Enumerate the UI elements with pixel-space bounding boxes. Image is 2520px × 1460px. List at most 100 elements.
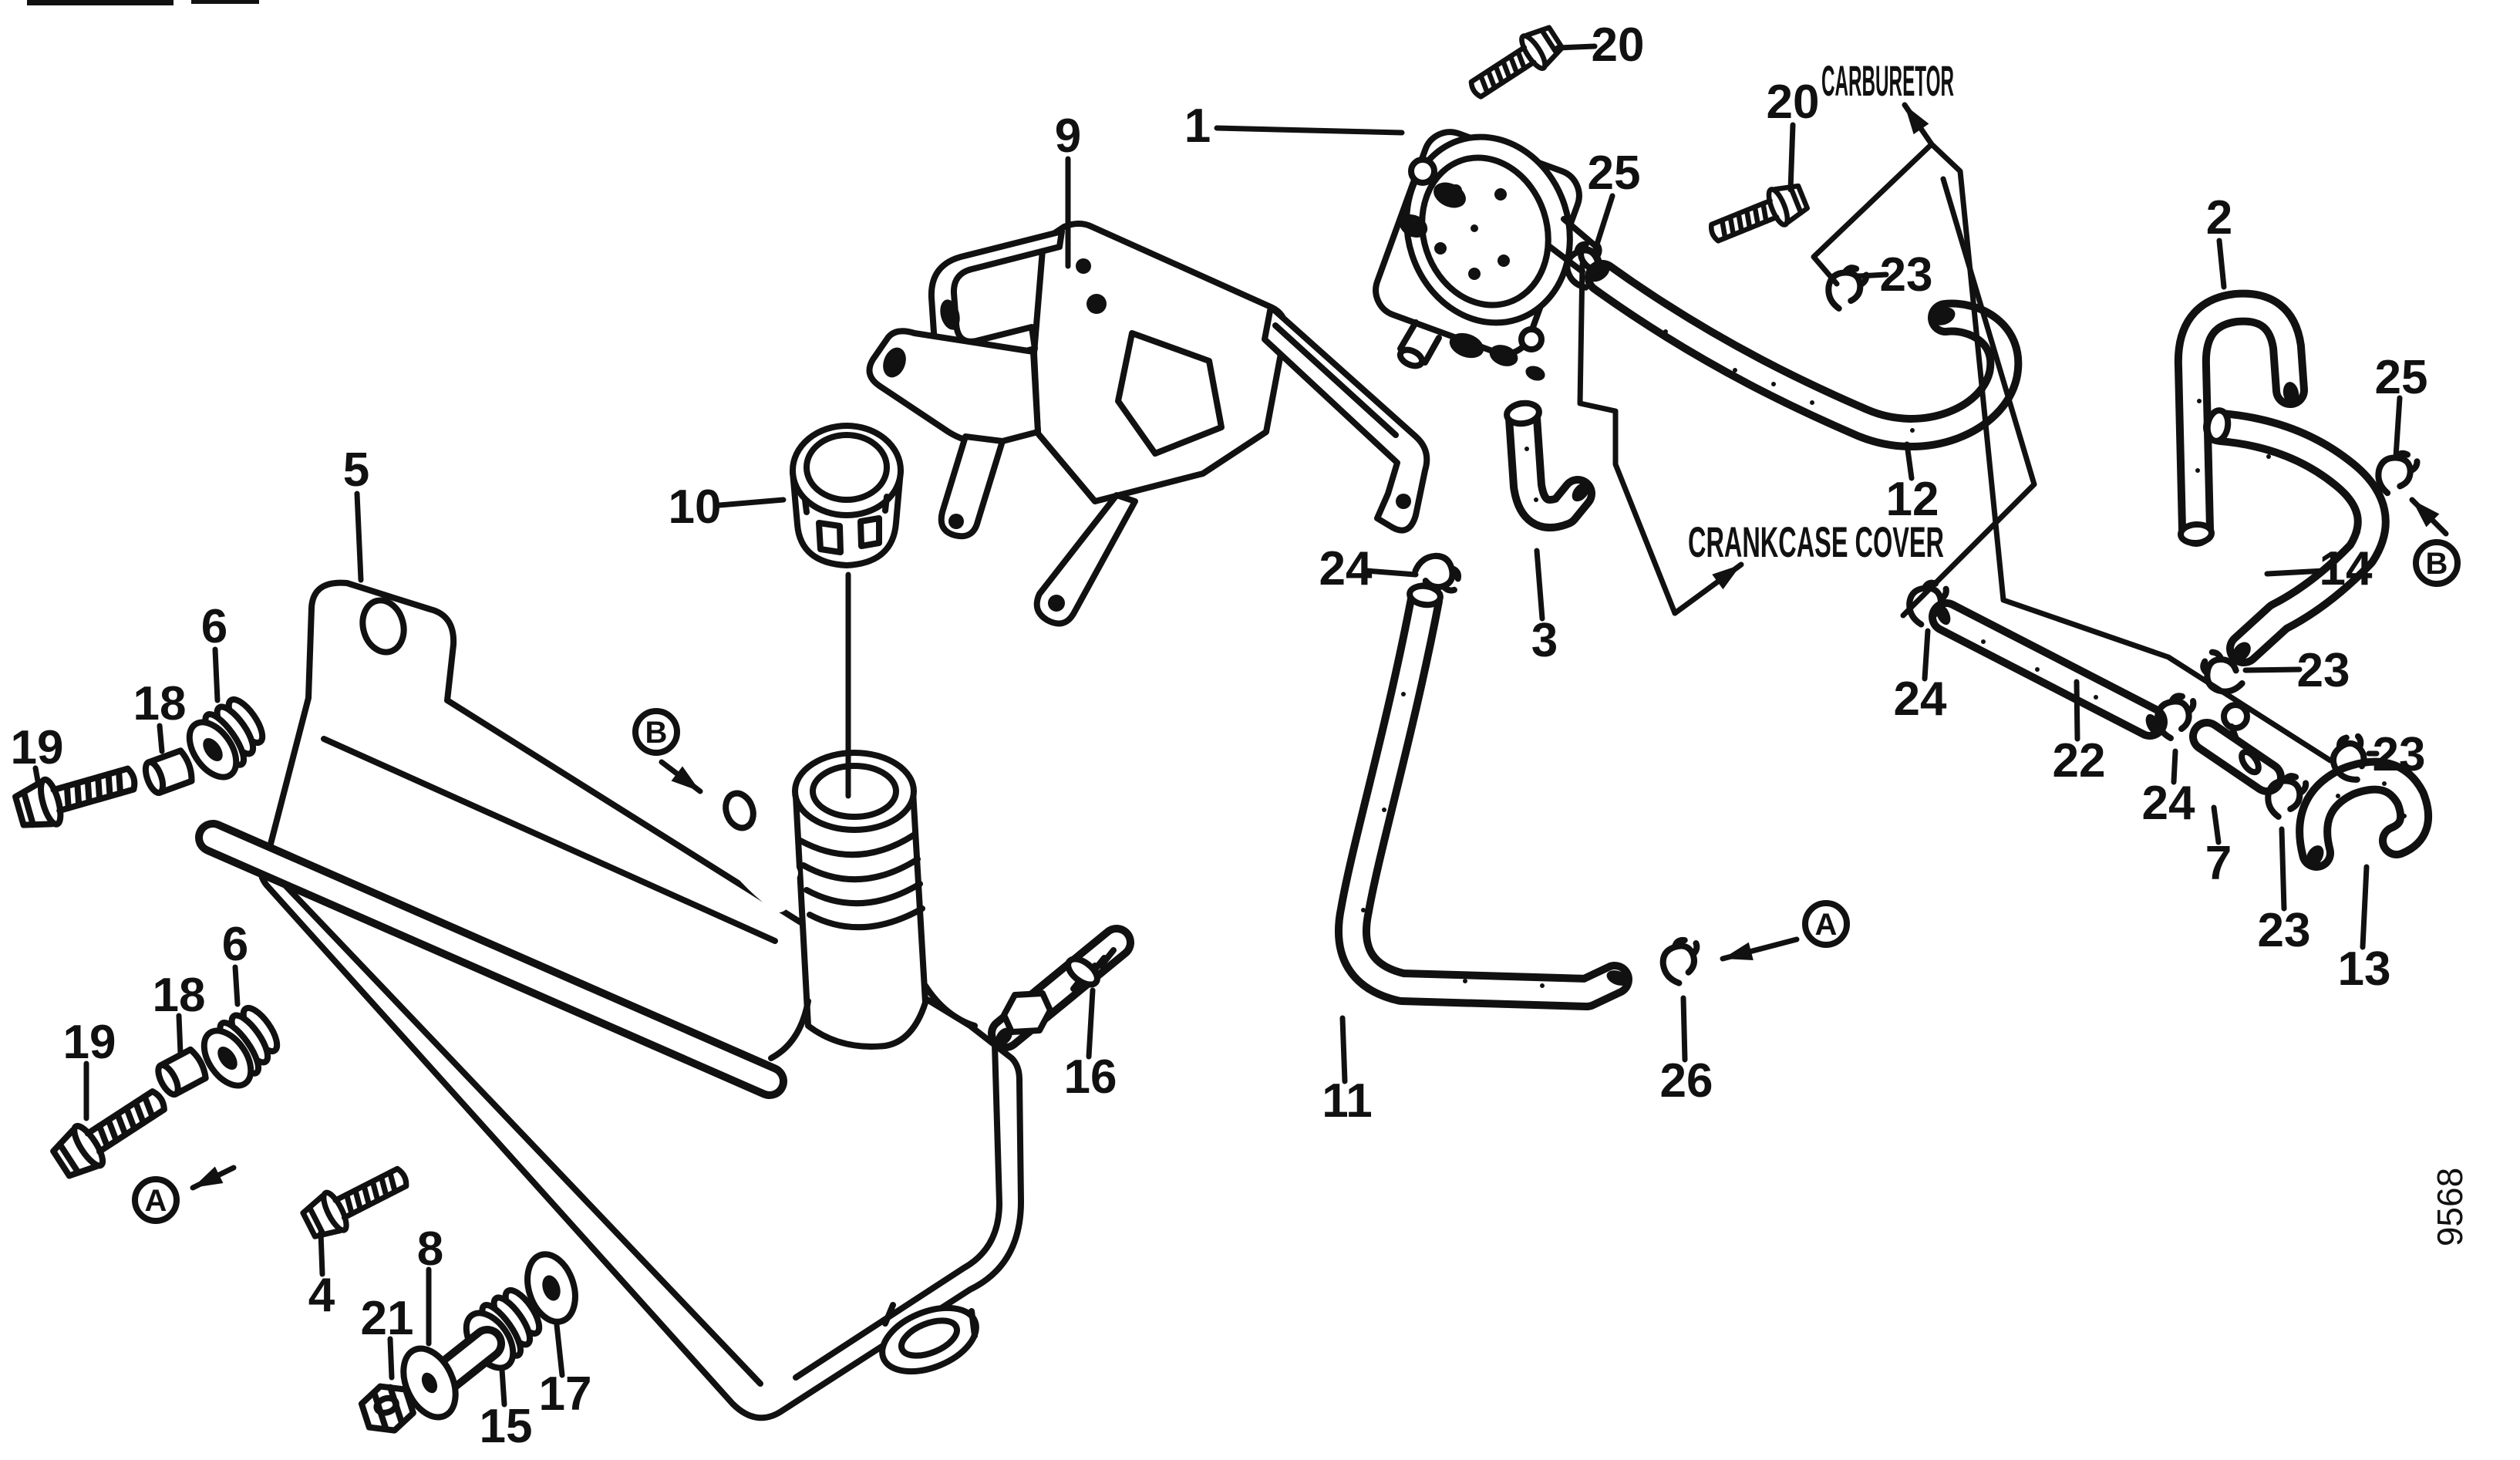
callout-23-18: 23 — [2258, 904, 2311, 957]
callout-25-4: 25 — [1588, 147, 1641, 200]
joint-7 — [2189, 702, 2285, 795]
leader-part-7 — [2211, 804, 2222, 845]
clip-23-carb — [1826, 265, 1868, 312]
pump-inlet — [1396, 346, 1426, 369]
arrow-head-to-crankcase — [1712, 565, 1741, 590]
hoses — [1335, 260, 2433, 1010]
leader-part-4 — [318, 1229, 325, 1277]
annotation-carburetor: CARBURETOR — [1821, 56, 1954, 105]
callout-16-33: 16 — [1064, 1050, 1117, 1104]
routing-line-2 — [1900, 176, 2037, 619]
leader-part-24 — [1363, 568, 1419, 578]
callout-18-26: 18 — [153, 969, 206, 1022]
leader-part-3 — [1534, 548, 1545, 622]
bolt-20-left — [1464, 22, 1566, 106]
leader-part-26 — [1680, 995, 1688, 1063]
callout-8-30: 8 — [417, 1222, 443, 1276]
callout-17-32: 17 — [539, 1367, 592, 1421]
leader-part-17 — [554, 1322, 565, 1378]
ref-letter-A-1: A — [1815, 908, 1838, 942]
callout-3-10: 3 — [1531, 614, 1558, 667]
bolt-8 — [400, 1326, 505, 1421]
leader-part-13 — [2360, 864, 2370, 950]
annotation-crankcase-cover: CRANKCASE COVER — [1688, 518, 1944, 566]
cropped-header-artifact — [27, 0, 259, 5]
filler-neck — [768, 750, 978, 1061]
routing-lines — [845, 141, 2333, 799]
leader-part-6 — [232, 964, 241, 1007]
leader-part-5 — [354, 491, 364, 583]
cap-retainer-wire — [709, 783, 798, 912]
leader-part-18 — [157, 723, 165, 754]
page-code: 9568 — [2430, 1168, 2470, 1246]
callout-labels: 1920202522325121432424222472323231351061… — [11, 19, 2470, 1453]
callout-22-13: 22 — [2053, 734, 2106, 787]
callout-20-2: 20 — [1592, 19, 1645, 72]
callout-24-11: 24 — [1319, 542, 1373, 595]
grommet-6-lower — [194, 1002, 289, 1094]
routing-line-0 — [1811, 141, 1935, 287]
leader-part-12 — [1904, 441, 1915, 481]
bolt-19-lower — [49, 1079, 174, 1182]
leader-part-10 — [716, 497, 787, 508]
callout-13-19: 13 — [2338, 942, 2391, 996]
callout-6-22: 6 — [201, 600, 227, 653]
callout-9-1: 9 — [1055, 110, 1081, 163]
leader-part-24 — [1922, 628, 1931, 682]
hardware — [13, 22, 2418, 1434]
leader-part-23 — [1855, 271, 1889, 279]
callout-6-25: 6 — [222, 918, 248, 971]
leader-part-23 — [2279, 826, 2287, 912]
nut-21 — [358, 1383, 416, 1434]
ref-circle-B-2 — [632, 708, 680, 756]
leader-part-23 — [2242, 666, 2303, 673]
washer-17 — [524, 1251, 578, 1325]
callout-14-9: 14 — [2320, 542, 2373, 595]
leader-part-21 — [387, 1336, 395, 1381]
leader-part-16 — [1086, 987, 1096, 1060]
clip-26 — [1660, 938, 1702, 985]
callout-2-5: 2 — [2206, 191, 2232, 244]
callout-20-3: 20 — [1767, 76, 1820, 129]
callout-11-34: 11 — [1322, 1074, 1373, 1128]
ref-letter-A-0: A — [145, 1184, 167, 1218]
fuel-pump — [1373, 129, 1602, 381]
callout-1-0: 1 — [1184, 99, 1211, 153]
bolt-4 — [299, 1158, 413, 1243]
leader-part-14 — [2264, 568, 2327, 577]
callout-18-23: 18 — [133, 677, 187, 730]
callout-19-27: 19 — [63, 1016, 116, 1069]
callout-10-21: 10 — [669, 480, 722, 534]
ref-circle-B-3 — [2413, 539, 2461, 587]
bolt-20-right — [1706, 180, 1811, 251]
tank-ear-hole — [359, 597, 407, 656]
leader-part-1 — [1214, 125, 1405, 136]
callout-24-12: 24 — [1894, 673, 1947, 726]
ref-letter-B-2: B — [645, 716, 668, 750]
arrow-head-to-carburetor — [1905, 105, 1929, 135]
callout-24-14: 24 — [2142, 777, 2195, 830]
callout-23-16: 23 — [2297, 644, 2350, 697]
fuel-tank — [195, 579, 1024, 1421]
leader-part-11 — [1339, 1015, 1348, 1084]
routing-line-3 — [1577, 261, 1678, 616]
callout-23-17: 23 — [2373, 728, 2426, 781]
stud-16 — [988, 925, 1134, 1051]
arrow-head-to-a-left — [193, 1166, 224, 1188]
ref-letter-B-3: B — [2426, 547, 2448, 581]
leader-part-25 — [1592, 193, 1615, 255]
callout-7-15: 7 — [2205, 837, 2232, 890]
arrow-head-to-b-left — [671, 766, 700, 791]
routing-line-1 — [1929, 141, 2333, 764]
leader-part-19 — [32, 765, 42, 788]
ref-circle-A-0 — [132, 1176, 180, 1224]
callout-leaders — [32, 43, 2403, 1408]
arrow-head-to-clip-25 — [2412, 500, 2440, 528]
callout-15-31: 15 — [480, 1400, 533, 1453]
callout-5-20: 5 — [343, 443, 369, 497]
leader-part-24 — [2171, 748, 2178, 785]
callout-21-29: 21 — [361, 1292, 414, 1345]
arrows — [190, 102, 2449, 1191]
mounting-bracket — [866, 221, 1430, 627]
